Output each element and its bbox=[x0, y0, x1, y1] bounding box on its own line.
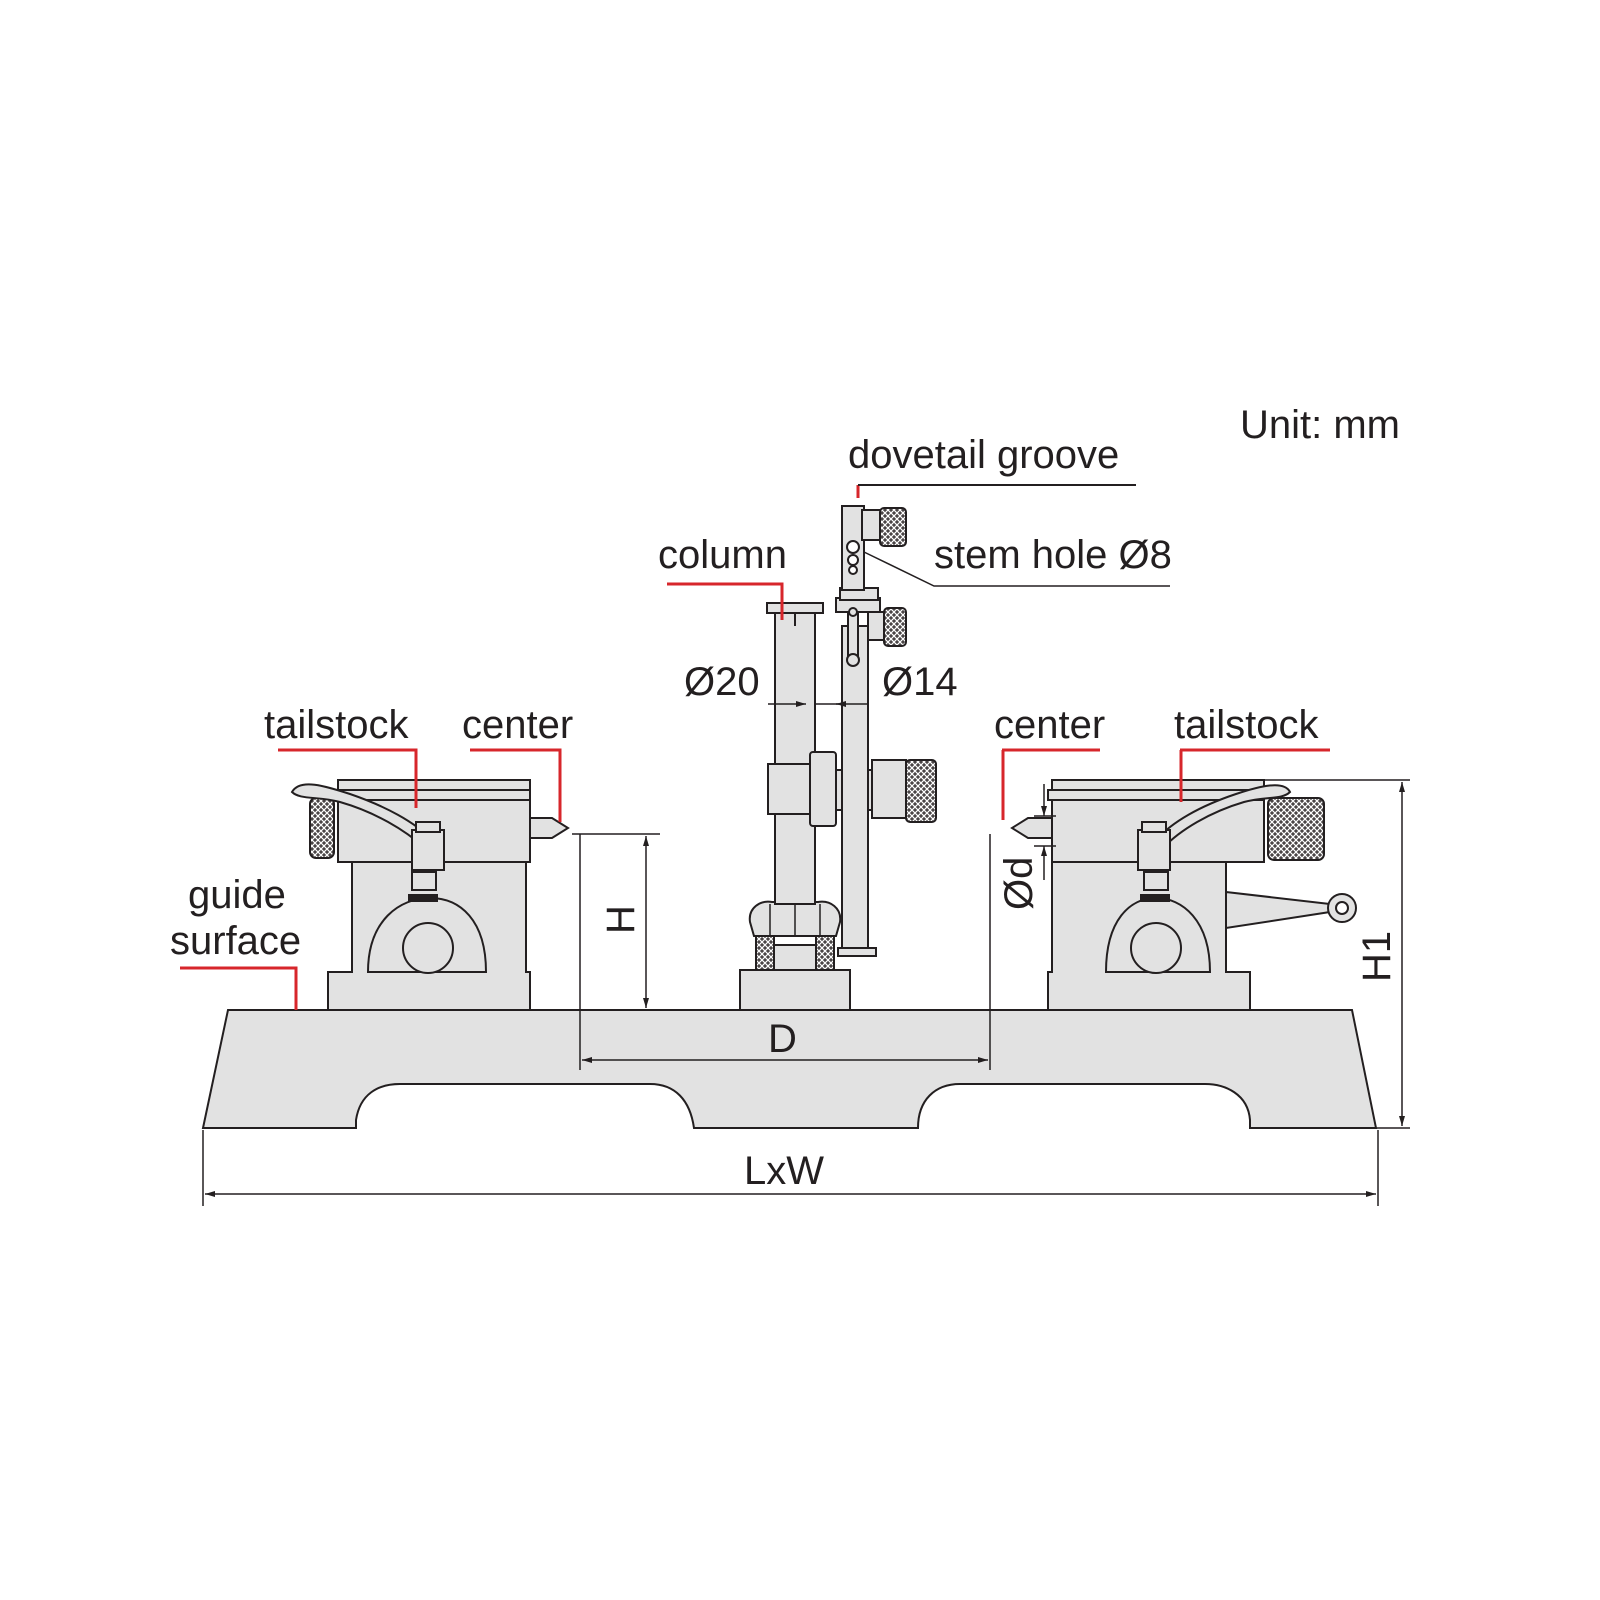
label-dovetail-groove: dovetail groove bbox=[848, 433, 1119, 477]
column-stand bbox=[739, 505, 937, 1011]
dim-label-LxW: LxW bbox=[744, 1149, 824, 1193]
label-center-left: center bbox=[462, 703, 573, 747]
label-dia-20: Ø20 bbox=[684, 660, 760, 704]
left-tailstock bbox=[290, 779, 570, 1011]
label-dia-14: Ø14 bbox=[882, 660, 958, 704]
leader-column bbox=[667, 582, 784, 620]
label-stem-hole: stem hole Ø8 bbox=[934, 533, 1172, 577]
dim-label-H1: H1 bbox=[1355, 931, 1399, 982]
label-guide: guide bbox=[188, 873, 286, 917]
leader-center-left bbox=[470, 748, 562, 822]
label-surface: surface bbox=[170, 919, 301, 963]
base-plate bbox=[201, 1009, 1378, 1129]
label-center-right: center bbox=[994, 703, 1105, 747]
label-tailstock-right: tailstock bbox=[1174, 703, 1319, 747]
dim-label-H: H bbox=[599, 905, 643, 934]
label-column: column bbox=[658, 533, 787, 577]
right-tailstock bbox=[1010, 779, 1357, 1011]
unit-label: Unit: mm bbox=[1240, 403, 1400, 447]
label-tailstock-left: tailstock bbox=[264, 703, 409, 747]
dim-label-d: Ød bbox=[997, 857, 1041, 910]
dim-label-D: D bbox=[768, 1017, 797, 1061]
leader-guide-surface bbox=[180, 966, 298, 1010]
leader-tailstock-left bbox=[278, 748, 418, 808]
